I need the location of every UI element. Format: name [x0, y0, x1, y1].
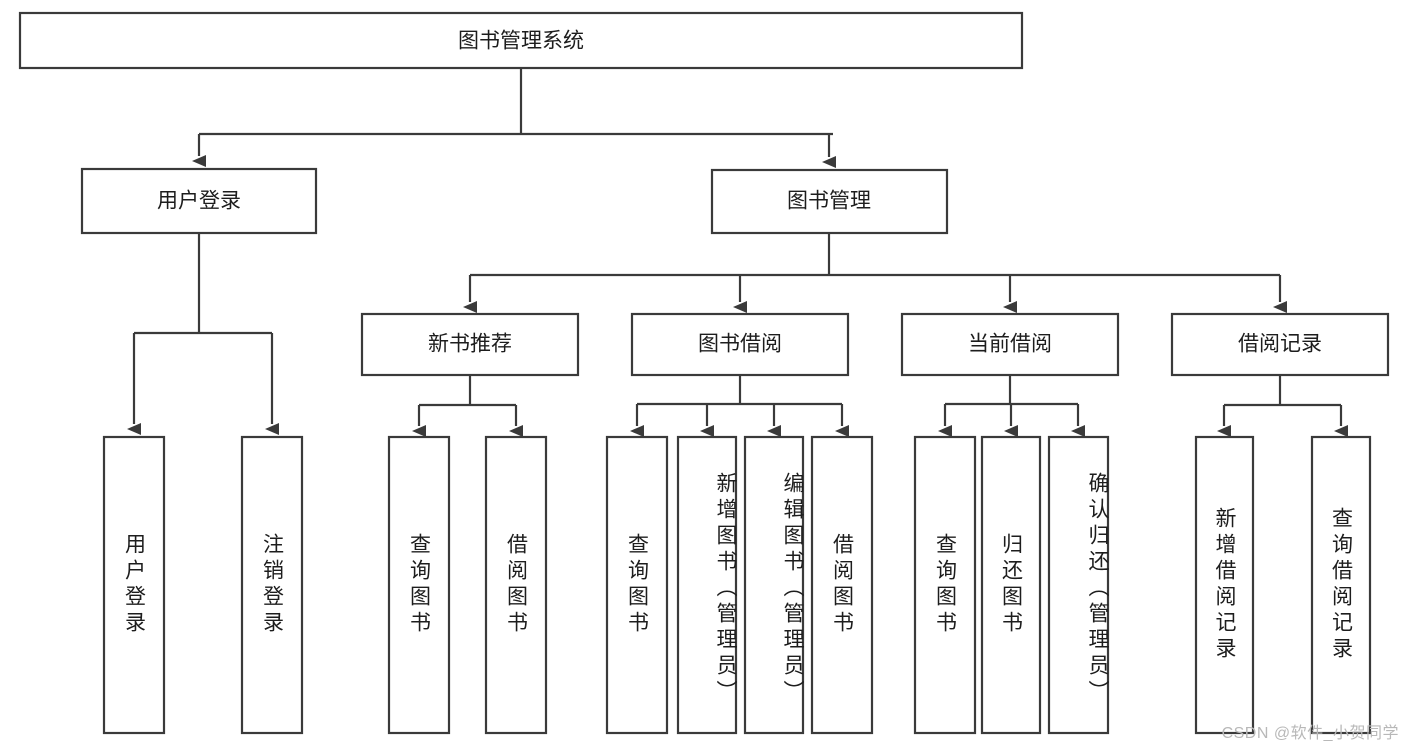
leaf-box-logout[interactable]	[240, 435, 304, 735]
node-book-borrow[interactable]: 图书借阅	[630, 312, 850, 377]
node-borrow-record-label: 借阅记录	[1238, 333, 1322, 356]
connector-borrowrecord-to-leaves	[1217, 375, 1348, 437]
node-book-manage[interactable]: 图书管理	[710, 168, 949, 235]
node-current-borrow[interactable]: 当前借阅	[900, 312, 1120, 377]
node-root-box[interactable]	[18, 11, 1024, 70]
node-book-borrow-label: 图书借阅	[698, 333, 782, 356]
leaf-box-add-book[interactable]	[676, 435, 738, 735]
node-book-manage-box[interactable]	[710, 168, 949, 235]
node-new-book-rec[interactable]: 新书推荐	[360, 312, 580, 377]
node-new-book-rec-box[interactable]	[360, 312, 580, 377]
leaf-box-return-book[interactable]	[980, 435, 1042, 735]
csdn-watermark: CSDN @软件_小贺同学	[1221, 725, 1399, 742]
leaf-box-edit-book[interactable]	[743, 435, 805, 735]
node-user-login-box[interactable]	[80, 167, 318, 235]
node-book-manage-label: 图书管理	[787, 190, 871, 213]
leaf-box-user-login[interactable]	[102, 435, 166, 735]
connector-root-to-level1	[192, 68, 836, 168]
node-root[interactable]: 图书管理系统	[18, 11, 1024, 70]
node-current-borrow-box[interactable]	[900, 312, 1120, 377]
leaf-boxes	[102, 435, 1372, 735]
connector-currentborrow-to-leaves	[938, 375, 1085, 437]
connector-bookmanage-to-level2	[463, 233, 1287, 313]
connector-bookborrow-to-leaves	[630, 375, 849, 437]
leaf-box-query-record[interactable]	[1310, 435, 1372, 735]
node-user-login[interactable]: 用户登录	[80, 167, 318, 235]
leaf-box-borrow-book-1[interactable]	[484, 435, 548, 735]
leaf-box-borrow-book-2[interactable]	[810, 435, 874, 735]
node-user-login-label: 用户登录	[157, 190, 241, 213]
node-current-borrow-label: 当前借阅	[968, 333, 1052, 356]
connector-userlogin-to-leaves	[127, 233, 279, 435]
leaf-box-query-book-1[interactable]	[387, 435, 451, 735]
node-borrow-record-box[interactable]	[1170, 312, 1390, 377]
leaf-box-query-book-3[interactable]	[913, 435, 977, 735]
node-root-label: 图书管理系统	[458, 30, 584, 53]
leaf-box-confirm-return[interactable]	[1047, 435, 1110, 735]
node-new-book-rec-label: 新书推荐	[428, 333, 512, 356]
leaf-box-add-record[interactable]	[1194, 435, 1255, 735]
node-book-borrow-box[interactable]	[630, 312, 850, 377]
leaf-box-query-book-2[interactable]	[605, 435, 669, 735]
node-borrow-record[interactable]: 借阅记录	[1170, 312, 1390, 377]
connector-newbook-to-leaves	[412, 375, 523, 437]
